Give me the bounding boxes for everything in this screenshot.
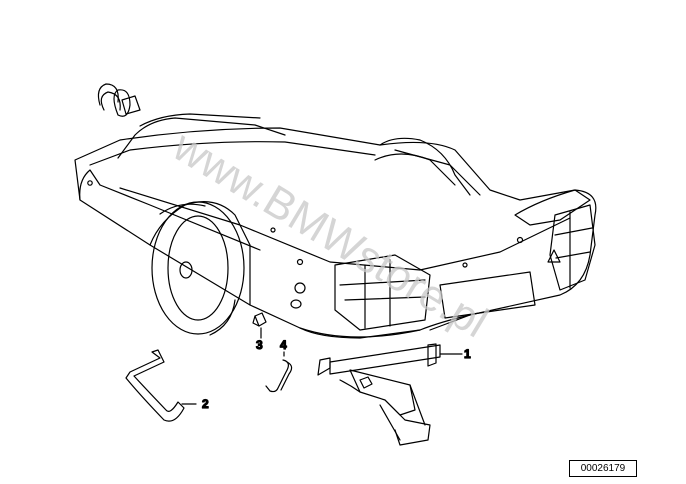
part-2-bent-handle [125,349,197,422]
part-3-plug [252,312,267,339]
part-1-support-stand [317,343,463,446]
part-4-clip [265,351,293,393]
document-id-label: 00026179 [569,460,637,477]
trailer-drawing [74,83,597,339]
watermark-text: www.BMWstore.pl [164,121,496,347]
callout-4: 4 [280,338,287,352]
callout-3: 3 [256,338,263,352]
callout-2: 2 [202,397,209,411]
callout-1: 1 [464,347,471,361]
